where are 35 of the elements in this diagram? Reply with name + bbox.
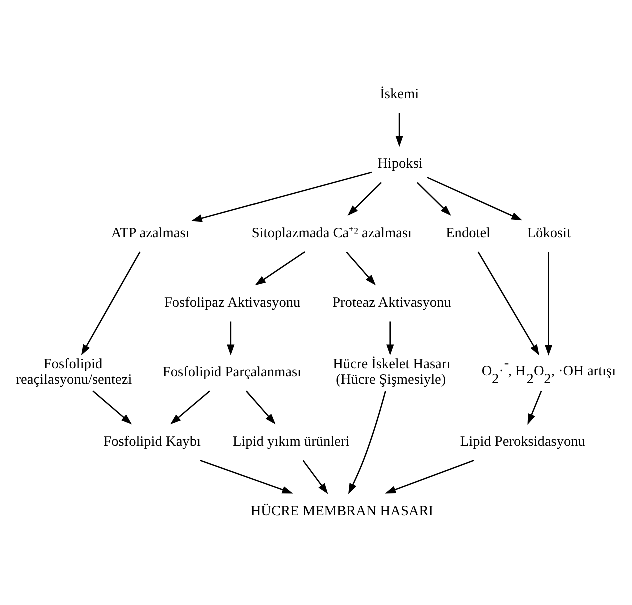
arrow xyxy=(227,321,235,356)
node-text: Lökosit xyxy=(527,224,572,241)
arrow xyxy=(200,459,294,494)
node-text: ATP azalması xyxy=(111,224,190,241)
arrow xyxy=(348,390,386,494)
arrow xyxy=(346,251,376,286)
arrow xyxy=(92,390,132,424)
node-text: Lipid Peroksidasyonu xyxy=(460,433,586,450)
arrow xyxy=(427,176,523,220)
arrow xyxy=(385,459,474,494)
arrow xyxy=(528,390,542,425)
arrow xyxy=(478,251,540,356)
arrow xyxy=(544,252,553,356)
node-text: Hücre İskelet Hasarı (Hücre Şişmesiyle) xyxy=(333,356,451,388)
node-text: Fosfolipid Parçalanması xyxy=(162,364,302,380)
arrow xyxy=(396,112,404,147)
arrow xyxy=(255,251,306,286)
arrow xyxy=(417,182,452,216)
node-text: Sitoplazmada Ca⁺² azalması xyxy=(252,224,412,241)
arrow xyxy=(302,460,328,494)
node-text: HÜCRE MEMBRAN HASARI xyxy=(250,502,434,519)
arrow xyxy=(170,390,210,424)
arrow xyxy=(191,171,372,222)
arrow xyxy=(81,251,141,356)
node-text: Fosfolipid Kaybı xyxy=(104,433,201,450)
arrow xyxy=(348,182,382,216)
node-text: Hipoksi xyxy=(378,155,423,172)
node-text: İskemi xyxy=(380,86,420,102)
node-text: Lipid yıkım ürünleri xyxy=(232,433,350,450)
node-text: Fosfolipid reaçilasyonu/sentezi xyxy=(16,356,132,388)
arrow xyxy=(386,321,394,356)
arrow xyxy=(246,390,276,424)
node-text: Proteaz Aktivasyonu xyxy=(332,294,452,310)
node-text: Endotel xyxy=(446,224,491,241)
node-text: Fosfolipaz Aktivasyonu xyxy=(164,294,301,310)
